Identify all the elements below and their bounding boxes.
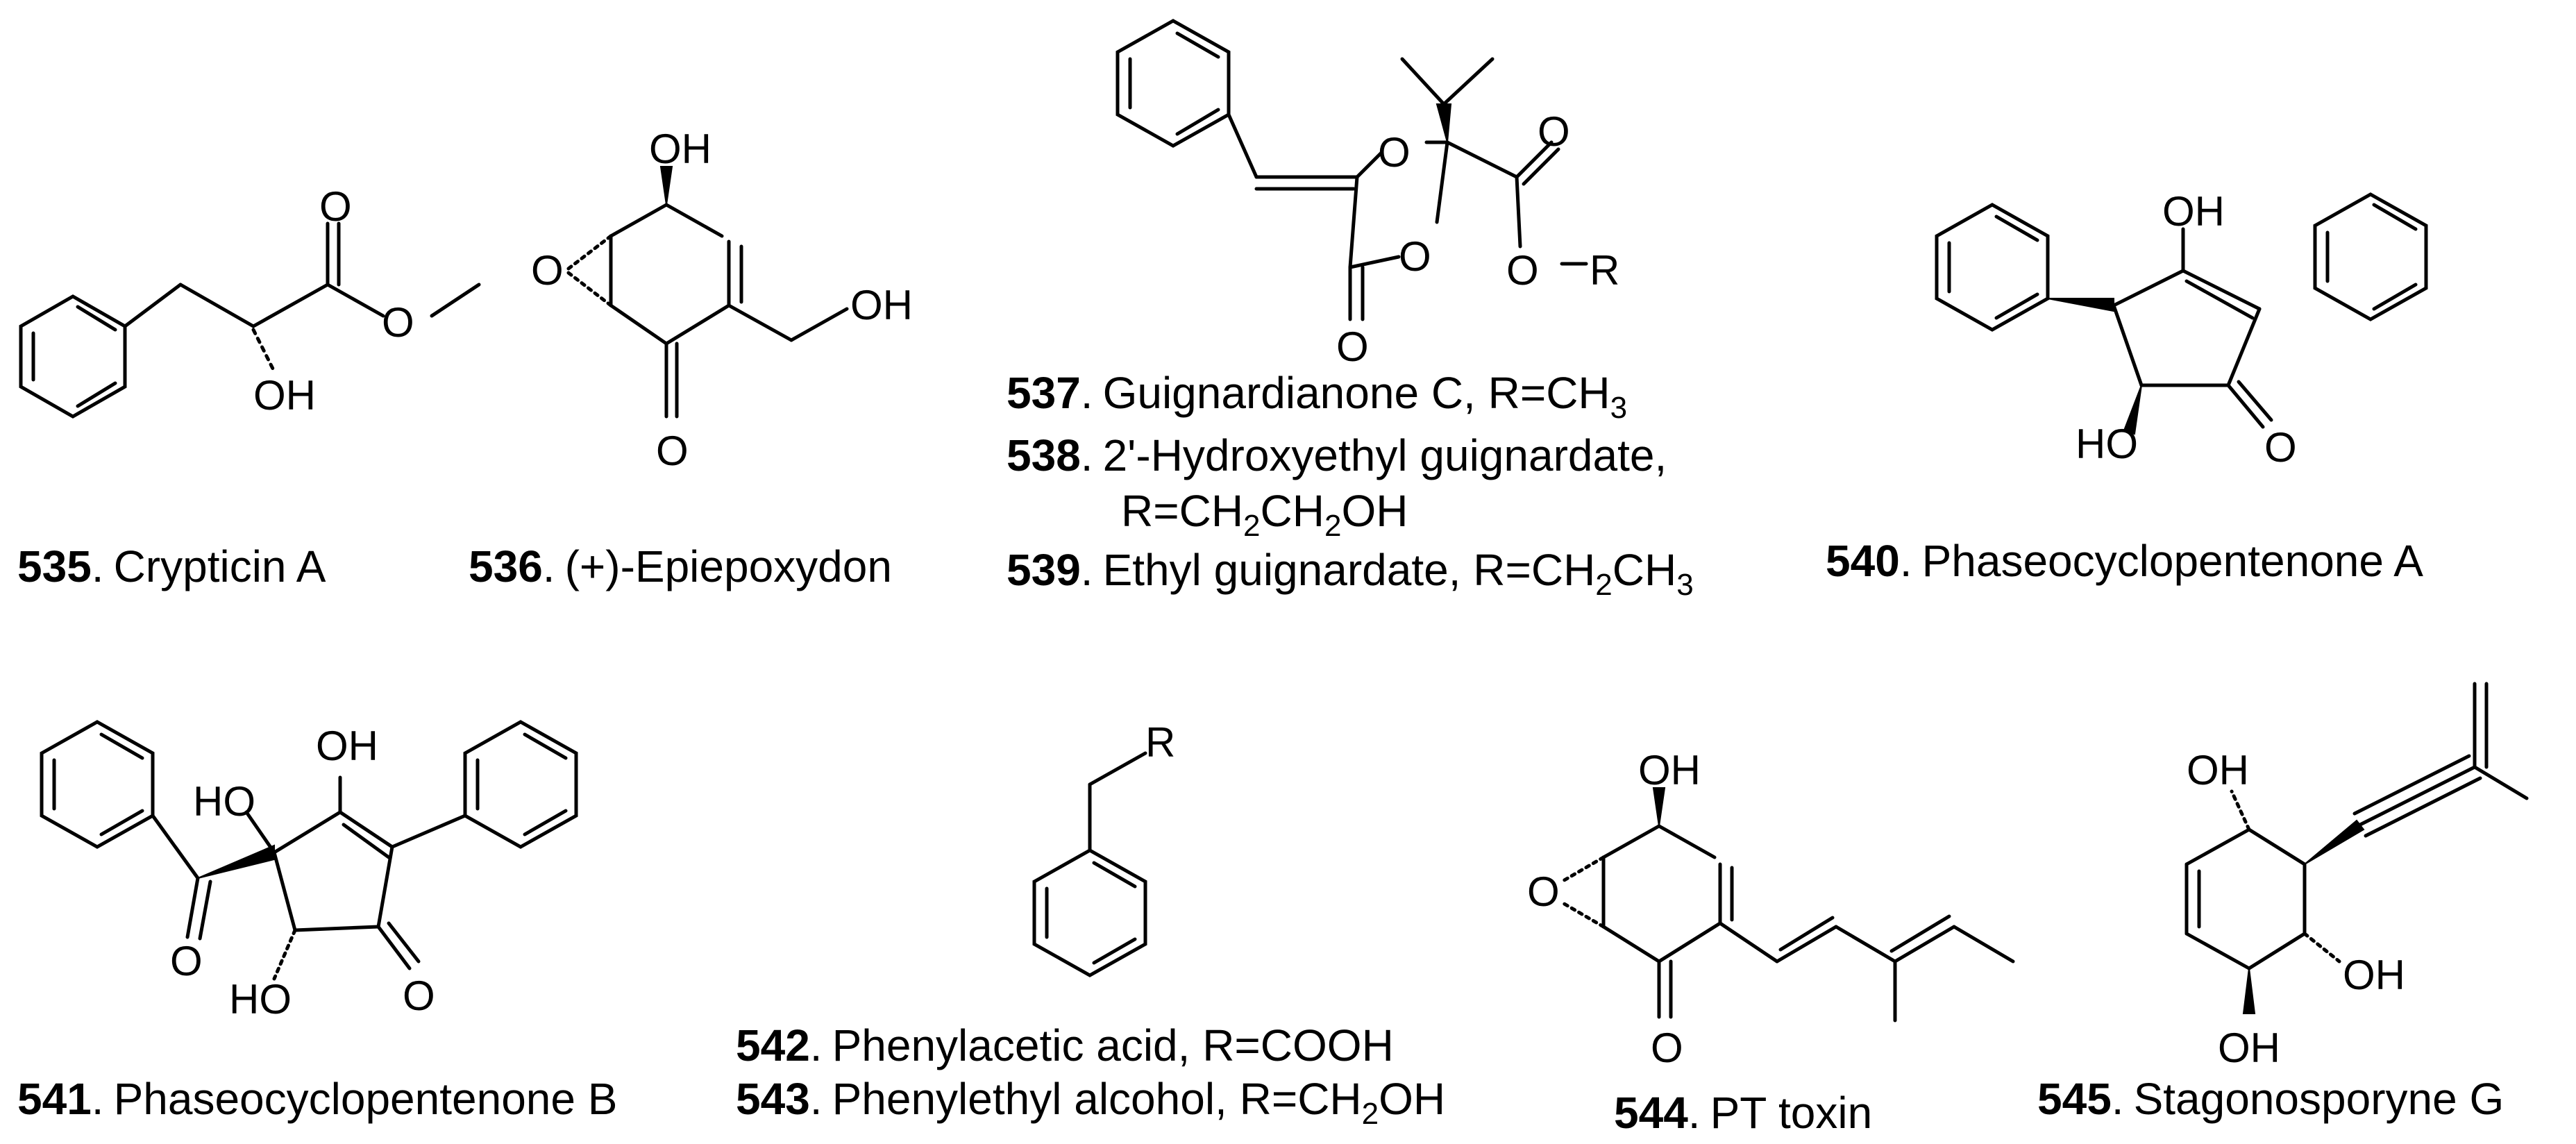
atom-O: O xyxy=(382,299,414,346)
atom-O: O xyxy=(1378,129,1411,176)
atom-OH: OH xyxy=(2162,188,2225,235)
atom-O: O xyxy=(1651,1025,1683,1071)
caption-541: 541.Phaseocyclopentenone B xyxy=(17,1074,617,1124)
structure-540: OH HO O xyxy=(1935,188,2428,471)
caption-545: 545.Stagonosporyne G xyxy=(2037,1074,2504,1124)
structure-541: OH HO O HO O xyxy=(40,720,578,1023)
atom-OH: OH xyxy=(2218,1025,2280,1071)
caption-543: 543.Phenylethyl alcohol, R=CH2OH xyxy=(736,1074,1445,1131)
atom-HO: HO xyxy=(2076,421,2138,467)
atom-R: R xyxy=(1145,719,1175,766)
atom-OH: OH xyxy=(253,372,316,419)
atom-OH: OH xyxy=(850,282,913,328)
structure-544: OH O O xyxy=(1527,747,2015,1071)
caption-536: 536.(+)-Epiepoxydon xyxy=(469,541,892,591)
caption-538-line2: R=CH2CH2OH xyxy=(1121,486,1408,543)
atom-R: R xyxy=(1590,247,1619,294)
structure-545: OH OH OH xyxy=(2184,682,2529,1071)
caption-542: 542.Phenylacetic acid, R=COOH xyxy=(736,1020,1394,1070)
atom-OH: OH xyxy=(649,126,712,172)
atom-OH: OH xyxy=(1638,747,1701,793)
atom-O: O xyxy=(1336,323,1369,370)
atom-O: O xyxy=(1399,233,1431,280)
atom-O: O xyxy=(2264,424,2297,471)
atom-O: O xyxy=(531,247,564,294)
atom-OH: OH xyxy=(316,723,378,769)
atom-O: O xyxy=(656,428,689,474)
caption-540: 540.Phaseocyclopentenone A xyxy=(1826,536,2423,586)
structure-535: O O OH xyxy=(19,183,481,419)
atom-O: O xyxy=(170,938,203,984)
atom-O: O xyxy=(1506,247,1539,294)
structure-537: O O O O O R xyxy=(1116,19,1619,370)
atom-O: O xyxy=(403,973,435,1019)
atom-O: O xyxy=(319,183,352,230)
caption-538: 538.2'-Hydroxyethyl guignardate, xyxy=(1007,430,1667,480)
atom-O: O xyxy=(1527,868,1560,915)
caption-537: 537.Guignardianone C, R=CH3 xyxy=(1007,368,1627,425)
structure-536: OH O OH O xyxy=(531,126,913,474)
structure-542: R xyxy=(1032,719,1175,977)
atom-OH: OH xyxy=(2343,952,2405,998)
caption-535: 535.Crypticin A xyxy=(17,541,326,591)
caption-544: 544.PT toxin xyxy=(1614,1088,1872,1138)
caption-539: 539.Ethyl guignardate, R=CH2CH3 xyxy=(1007,545,1694,602)
atom-O: O xyxy=(1538,108,1570,155)
atom-HO: HO xyxy=(229,976,292,1023)
atom-HO: HO xyxy=(193,778,255,825)
atom-OH: OH xyxy=(2187,747,2249,793)
